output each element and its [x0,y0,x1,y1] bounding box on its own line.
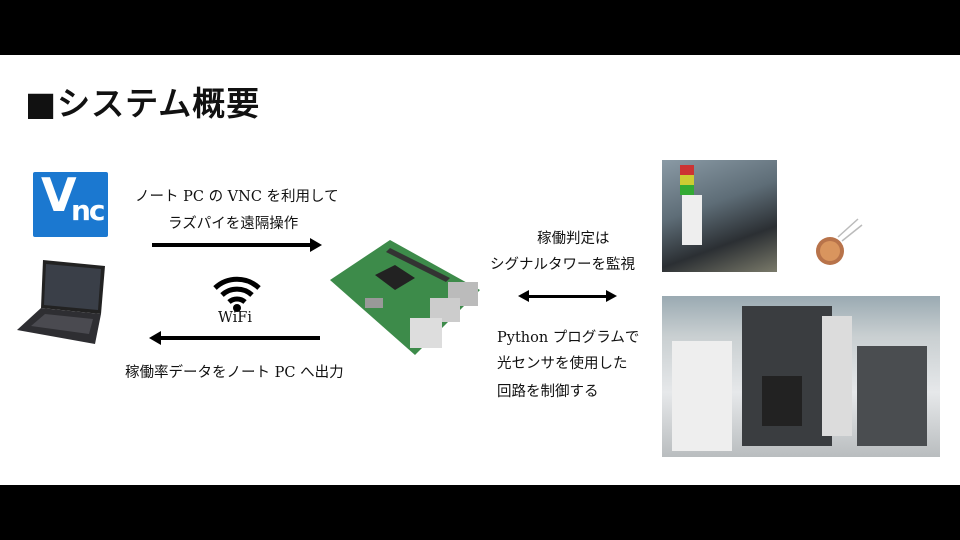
double-arrow [528,295,608,298]
raspberry-pi-image [330,240,480,355]
arrow-right [152,243,312,247]
signal-tower-description-line1: 稼働判定は [537,231,610,247]
python-description-line3: 回路を制御する [497,384,599,400]
arrow-right-head [310,238,322,252]
double-arrow-left-head [518,290,529,302]
python-description-line2: 光センサを使用した [497,356,628,372]
machine-tool-photo [662,296,940,457]
output-description: 稼働率データをノート PC へ出力 [125,365,344,381]
slide-title: ■システム概要 [25,84,261,123]
wifi-label: WiFi [218,310,252,326]
vnc-description-line1: ノート PC の VNC を利用して [135,189,339,205]
arrow-left-head [149,331,161,345]
signal-tower-description-line2: シグナルタワーを監視 [490,257,635,273]
double-arrow-right-head [606,290,617,302]
vnc-description-line2: ラズパイを遠隔操作 [168,216,299,232]
python-description-line1: Python プログラムで [497,330,640,346]
slide: ■システム概要 V nc ノート PC の VNC を利用して ラズパイを遠隔操… [0,55,960,485]
light-sensor-photo [816,218,863,265]
signal-tower-photo [662,160,777,272]
arrow-left [160,336,320,340]
vnc-logo: V nc [33,168,108,237]
laptop-image [17,260,105,344]
wifi-icon [213,276,261,312]
